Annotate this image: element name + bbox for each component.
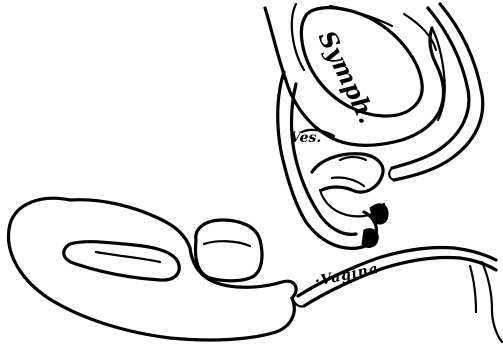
label-symph: Symph. — [313, 26, 383, 128]
abdominal-wall — [389, 4, 483, 180]
label-vagina: ·Vagina — [314, 261, 381, 290]
perineal-tissue — [470, 262, 502, 342]
uterus — [9, 198, 297, 340]
ovary — [196, 220, 262, 281]
label-ves: Ves. — [290, 130, 321, 146]
